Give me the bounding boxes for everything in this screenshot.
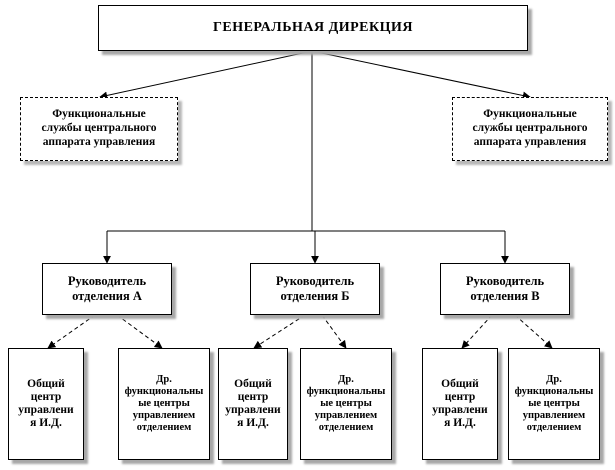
arrow-head-a-to-func	[116, 314, 163, 349]
arrow-top-to-fs-left	[99, 50, 313, 100]
functional-services-left-box: Функциональные службы центрального аппар…	[20, 97, 178, 161]
functional-centers-c-label: Др. функциональны ые центры управлением …	[514, 373, 594, 434]
division-head-c-label: Руководитель отделения В	[465, 274, 545, 303]
general-center-b-label: Общий центр управлени я И.Д.	[225, 377, 281, 430]
division-head-a-label: Руководитель отделения А	[67, 274, 147, 303]
general-center-a-label: Общий центр управлени я И.Д.	[18, 377, 74, 430]
arrow-head-b-to-func	[321, 314, 347, 349]
general-directorate-label: ГЕНЕРАЛЬНАЯ ДИРЕКЦИЯ	[212, 19, 414, 35]
division-head-b-box: Руководитель отделения Б	[250, 263, 380, 315]
arrow-top-to-fs-right	[311, 50, 531, 100]
general-center-c-label: Общий центр управлени я И.Д.	[432, 377, 488, 430]
arrow-head-b-to-center	[253, 314, 306, 349]
functional-centers-a-box: Др. функциональны ые центры управлением …	[118, 348, 210, 460]
general-directorate-box: ГЕНЕРАЛЬНАЯ ДИРЕКЦИЯ	[98, 5, 528, 51]
arrow-head-a-to-center	[47, 314, 96, 349]
functional-centers-c-box: Др. функциональны ые центры управлением …	[508, 348, 600, 460]
arrow-head-c-to-center	[461, 314, 493, 349]
general-center-a-box: Общий центр управлени я И.Д.	[8, 348, 84, 460]
functional-centers-b-label: Др. функциональны ые центры управлением …	[306, 373, 386, 434]
division-head-b-label: Руководитель отделения Б	[275, 274, 355, 303]
arrow-head-c-to-func	[514, 314, 553, 349]
general-center-c-box: Общий центр управлени я И.Д.	[422, 348, 498, 460]
functional-services-left-label: Функциональные службы центрального аппар…	[41, 108, 157, 148]
general-center-b-box: Общий центр управлени я И.Д.	[218, 348, 288, 460]
division-head-a-box: Руководитель отделения А	[42, 263, 172, 315]
functional-services-right-box: Функциональные службы центрального аппар…	[452, 97, 608, 161]
functional-centers-b-box: Др. функциональны ые центры управлением …	[300, 348, 392, 460]
division-head-c-box: Руководитель отделения В	[440, 263, 570, 315]
functional-centers-a-label: Др. функциональны ые центры управлением …	[124, 373, 204, 434]
functional-services-right-label: Функциональные службы центрального аппар…	[472, 108, 588, 148]
